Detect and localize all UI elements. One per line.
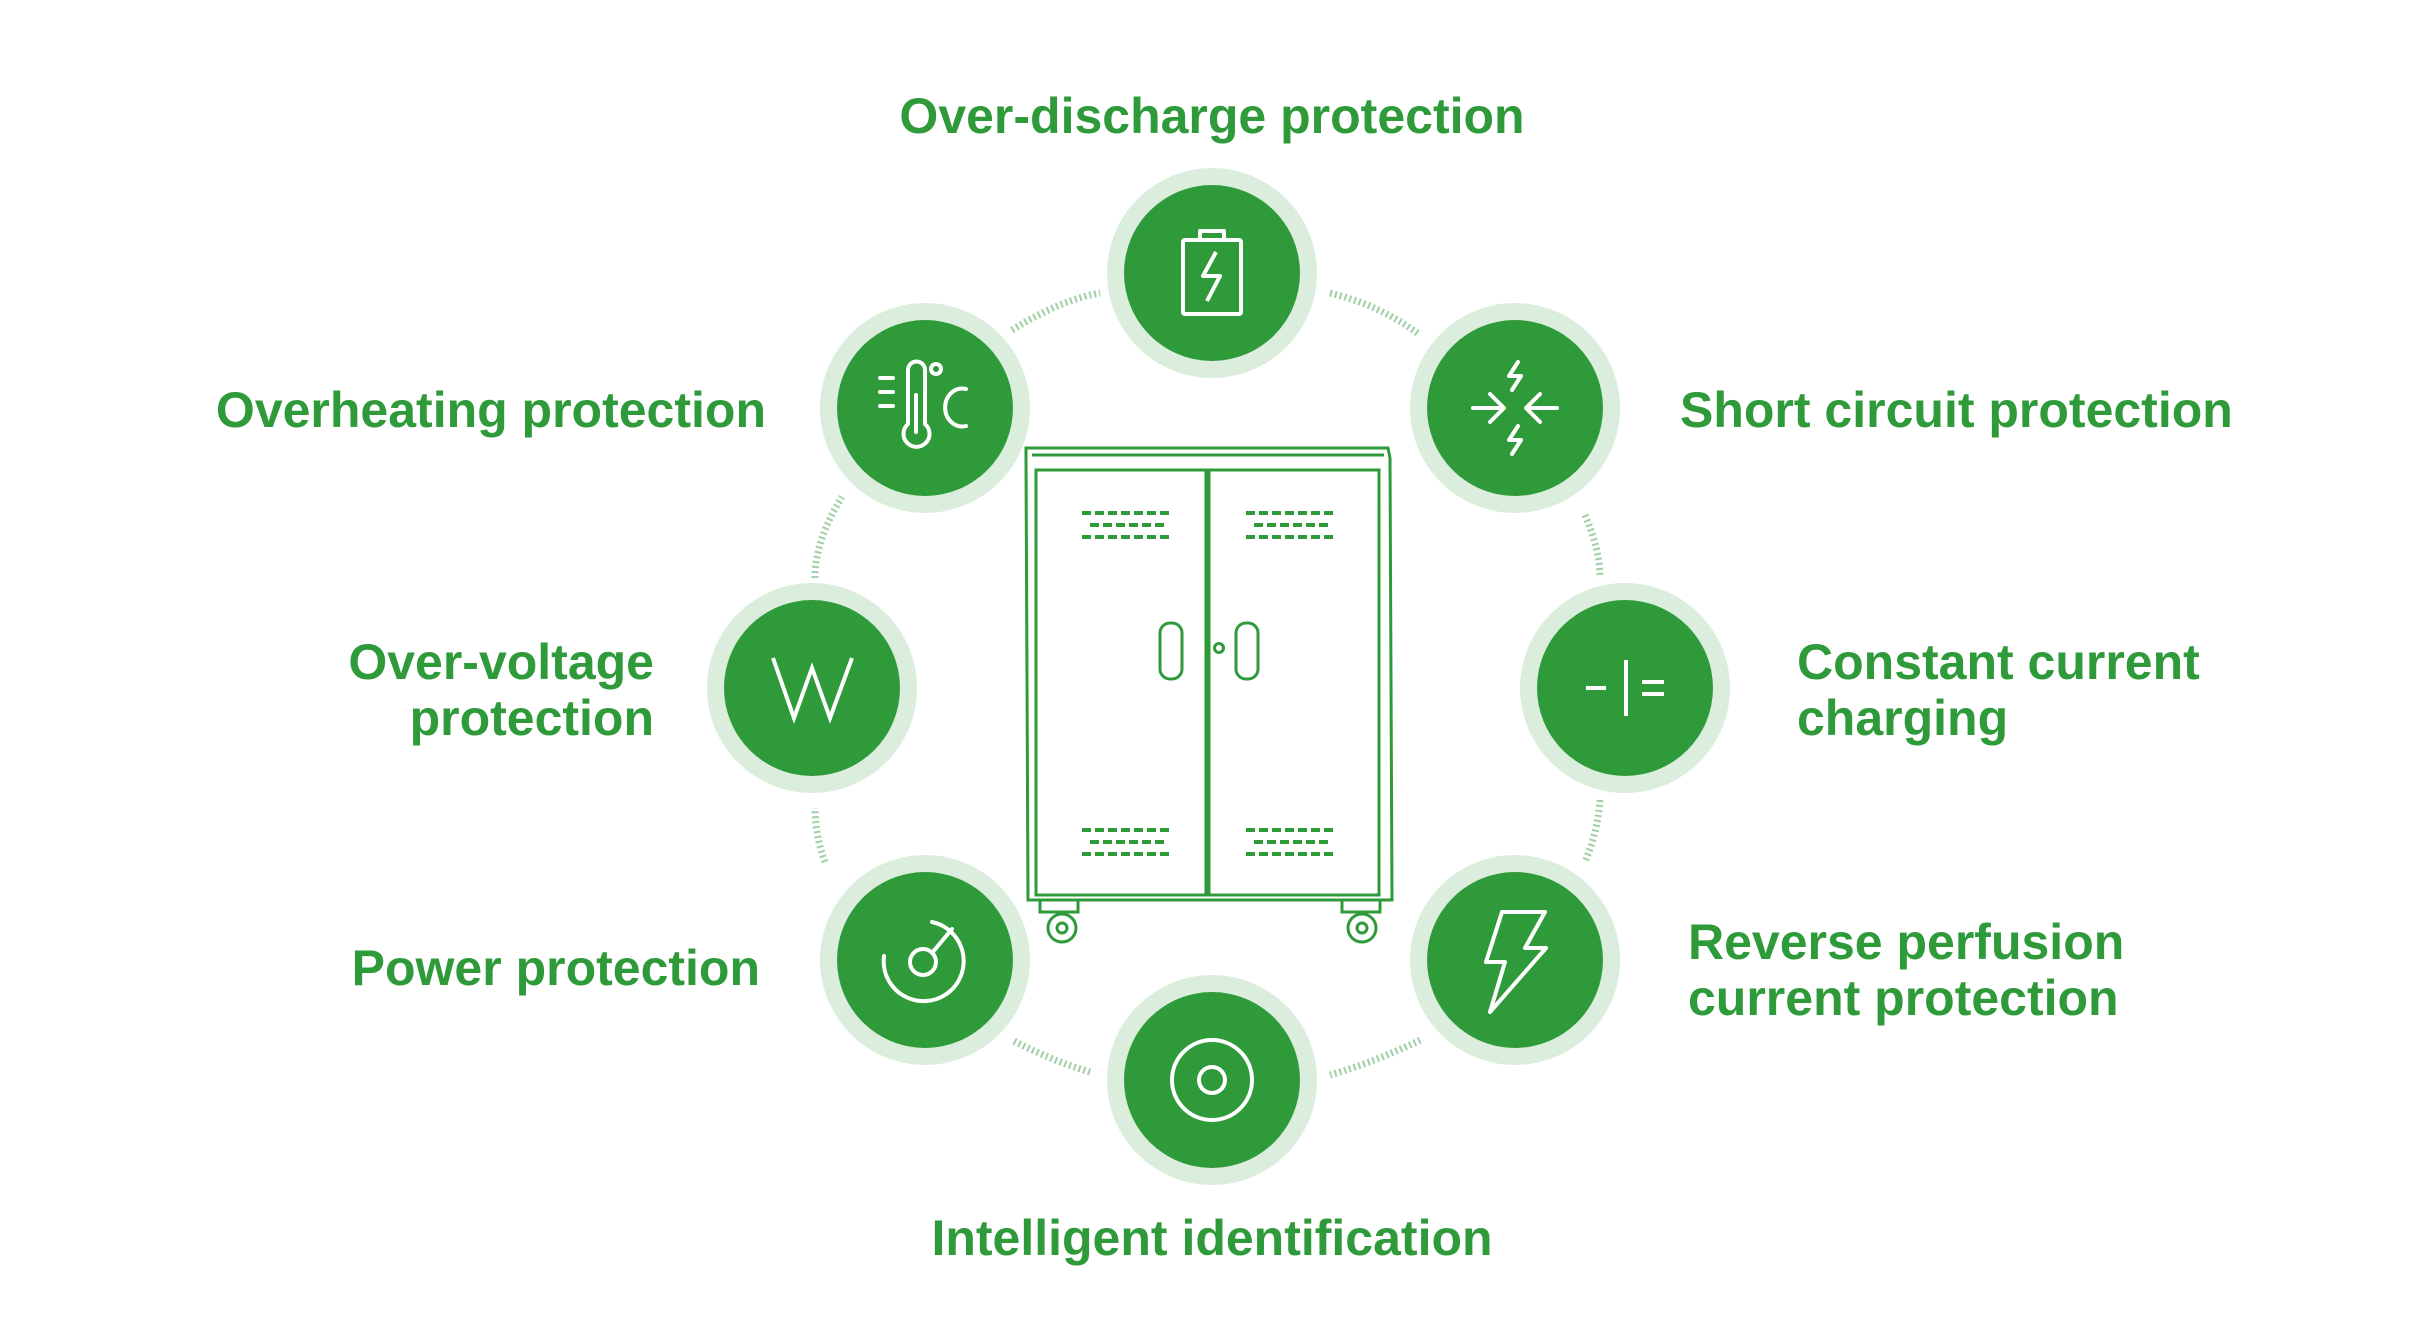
label-over-voltage: Over-voltage protection bbox=[240, 634, 654, 746]
node-short-circuit bbox=[1410, 303, 1620, 513]
label-intelligent-identification: Intelligent identification bbox=[931, 1210, 1493, 1266]
label-reverse-perfusion-line-1: Reverse perfusion bbox=[1688, 914, 2125, 970]
label-constant-current-line-2: charging bbox=[1797, 690, 2009, 746]
constant-current-symbol-icon bbox=[1586, 660, 1664, 716]
label-reverse-perfusion-line-2: current protection bbox=[1688, 970, 2119, 1026]
label-power: Power protection bbox=[351, 940, 760, 996]
connector-arcs bbox=[811, 289, 1604, 1079]
waveform-w-icon bbox=[771, 657, 854, 724]
short-circuit-arrows-icon bbox=[1471, 360, 1559, 456]
label-over-discharge: Over-discharge protection bbox=[899, 88, 1525, 144]
label-reverse-perfusion: Reverse perfusion current protection bbox=[1688, 914, 2124, 1026]
label-constant-current-line-1: Constant current bbox=[1797, 634, 2200, 690]
lightning-bolt-icon bbox=[1484, 910, 1548, 1014]
target-circle-icon bbox=[1170, 1038, 1254, 1122]
label-short-circuit: Short circuit protection bbox=[1680, 382, 2233, 438]
label-overheating: Overheating protection bbox=[215, 382, 766, 438]
charging-cabinet-illustration bbox=[1024, 446, 1394, 944]
label-over-voltage-line-1: Over-voltage bbox=[348, 634, 654, 690]
node-over-voltage bbox=[707, 583, 917, 793]
node-over-discharge bbox=[1107, 168, 1317, 378]
label-over-voltage-line-2: protection bbox=[409, 690, 654, 746]
node-intelligent-identification bbox=[1107, 975, 1317, 1185]
node-constant-current bbox=[1520, 583, 1730, 793]
gauge-dial-icon bbox=[881, 920, 966, 1004]
thermometer-celsius-icon bbox=[878, 359, 968, 449]
label-constant-current: Constant current charging bbox=[1797, 634, 2200, 746]
node-overheating bbox=[820, 303, 1030, 513]
battery-bolt-icon bbox=[1181, 229, 1243, 316]
node-reverse-perfusion bbox=[1410, 855, 1620, 1065]
node-power bbox=[820, 855, 1030, 1065]
